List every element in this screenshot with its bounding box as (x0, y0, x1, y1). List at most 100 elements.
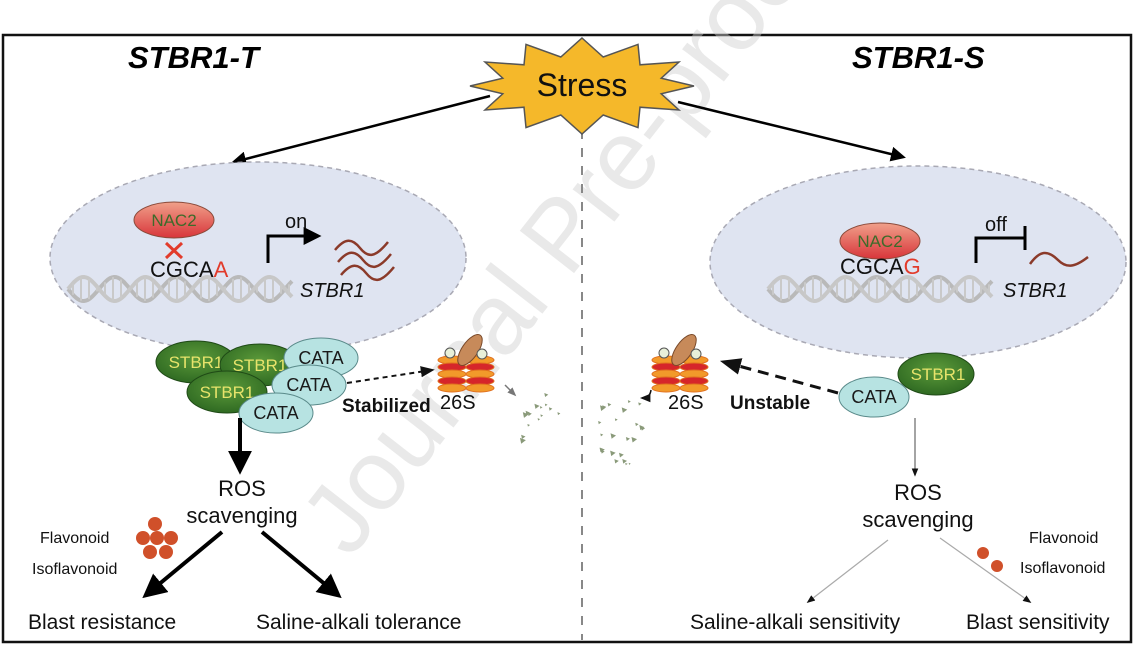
right-ros-line2: scavenging (862, 507, 973, 532)
left-blast-arrow (142, 530, 224, 599)
peptide-fragment (614, 459, 619, 464)
degraded-peptides-icon (520, 392, 561, 444)
peptide-fragment (600, 405, 606, 411)
promoter-sequence: CGCAA (150, 257, 229, 282)
right-proteasome-label: 26S (668, 392, 704, 414)
left-stability-label: Stabilized (342, 396, 431, 417)
nac2-label: NAC2 (151, 211, 196, 230)
left-protein-complex: STBR1 STBR1 STBR1 CATA CATA CATA (155, 337, 359, 434)
dna-helix-icon (66, 274, 294, 304)
peptide-fragment (631, 436, 638, 443)
flavonoid-dot (159, 545, 173, 559)
cata-label: CATA (851, 387, 896, 407)
peptide-fragment (610, 433, 617, 439)
peptide-fragment (599, 447, 605, 453)
proteasome-subunit (444, 347, 456, 359)
proteasome-26s-icon (437, 334, 495, 393)
stbr1-label: STBR1 (200, 383, 255, 402)
peptide-fragment (520, 437, 526, 444)
right-outcome-blast: Blast sensitivity (966, 611, 1110, 634)
left-isoflavonoid-label: Isoflavonoid (32, 561, 117, 578)
cata-label: CATA (286, 375, 331, 395)
left-ros-line2: scavenging (186, 503, 297, 528)
peptide-fragment (557, 412, 561, 416)
mrna-transcript-icon (1028, 251, 1089, 267)
nac2-protein (839, 222, 921, 260)
peptide-fragment (548, 407, 553, 411)
binding-blocked-x-icon (164, 241, 184, 260)
flavonoid-dot (977, 547, 989, 559)
peptide-fragment (537, 418, 541, 421)
peptide-fragment (600, 449, 605, 454)
proteasome-ring (437, 383, 467, 393)
flavonoid-dot (164, 531, 178, 545)
left-ros-line1: ROS (218, 476, 266, 501)
left-saline-arrow (260, 530, 342, 599)
peptide-fragment (621, 407, 628, 413)
peptide-fragment (522, 412, 529, 418)
peptide-fragment (534, 403, 540, 409)
proteasome-subunit (476, 348, 488, 360)
right-nucleus: NAC2 CGCAG off STBR1 (709, 165, 1127, 359)
peptide-fragment (527, 423, 531, 427)
nucleus-ellipse (49, 161, 467, 355)
peptide-fragment (622, 458, 628, 464)
proteasome-ring (465, 383, 495, 393)
left-title: STBR1-T (128, 40, 262, 75)
peptide-fragment (521, 434, 526, 440)
cata-protein (838, 376, 910, 418)
left-proteasome-label: 26S (440, 392, 476, 414)
stress-to-right-arrow (677, 100, 906, 162)
transcription-off-symbol (974, 226, 1027, 263)
left-outcome-blast: Blast resistance (28, 611, 176, 634)
peptide-fragment (600, 433, 604, 437)
peptide-fragment (598, 421, 602, 425)
nac2-protein (133, 201, 215, 239)
cata-label: CATA (298, 348, 343, 368)
proteasome-ring (651, 383, 681, 393)
proteasome-subunit (690, 348, 702, 360)
left-nucleus: NAC2 CGCAA on STBR1 (49, 161, 467, 355)
peptide-fragment (625, 462, 628, 466)
mrna-transcripts-icon (334, 239, 395, 281)
cata-label: CATA (253, 403, 298, 423)
stbr1-label: STBR1 (911, 365, 966, 384)
left-outcome-saline: Saline-alkali tolerance (256, 611, 461, 634)
peptide-fragment (540, 414, 544, 418)
peptide-fragment (619, 452, 624, 458)
peptide-fragment (539, 406, 543, 409)
promoter-sequence: CGCAG (840, 254, 921, 279)
right-gene-label: STBR1 (1003, 280, 1067, 302)
flavonoid-dot (148, 517, 162, 531)
peptide-fragment (641, 426, 646, 431)
peptide-fragment (544, 392, 549, 397)
degraded-peptides-icon (598, 400, 646, 466)
stress-burst: Stress (469, 36, 695, 136)
right-flavonoid-label: Flavonoid (1029, 530, 1098, 547)
proteasome-ring (679, 383, 709, 393)
peptide-fragment (525, 410, 530, 416)
proteasome-subunit (658, 347, 670, 359)
stbr1-label: STBR1 (169, 353, 224, 372)
peptide-fragment (628, 462, 631, 465)
stress-to-left-arrow (231, 94, 491, 167)
flavonoid-dot (991, 560, 1003, 572)
peptide-fragment (638, 402, 642, 406)
peptide-fragment (607, 402, 612, 407)
flavonoid-dot (143, 545, 157, 559)
flavonoid-cluster-icon (136, 517, 178, 559)
cata-protein (238, 392, 314, 434)
right-blast-arrow (939, 537, 1032, 603)
right-fragment-arrow (639, 389, 652, 403)
right-isoflavonoid-label: Isoflavonoid (1020, 560, 1105, 577)
left-gene-label: STBR1 (300, 280, 364, 302)
transcription-on-arrow (266, 227, 322, 263)
dna-strand (66, 274, 294, 304)
switch-on-label: on (285, 211, 307, 233)
flavonoid-dot (136, 531, 150, 545)
proteasome-26s-icon (651, 334, 709, 393)
flavonoid-dot (150, 531, 164, 545)
peptide-fragment (544, 403, 548, 407)
peptide-fragment (625, 436, 630, 442)
